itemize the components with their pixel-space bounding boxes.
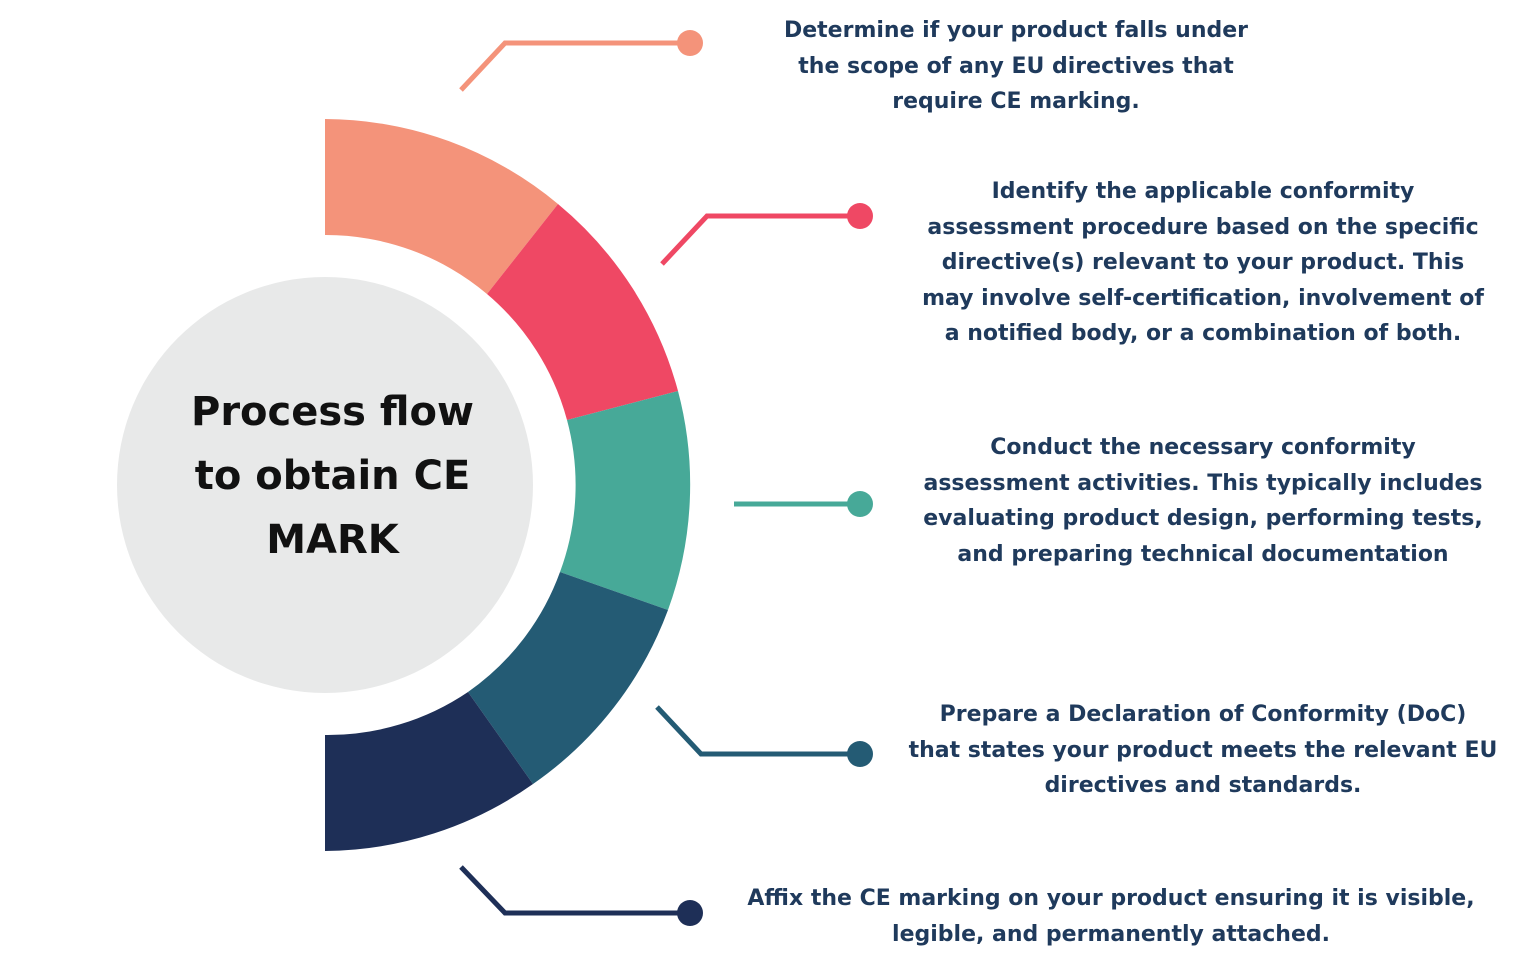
ring-segment-4 [468,572,668,784]
ring-segment-2 [487,204,678,420]
connector-5 [459,865,703,926]
step-4-text: Prepare a Declaration of Conformity (DoC… [885,697,1521,804]
step-line: Affix the CE marking on your product ens… [747,886,1475,911]
diagram-title: Process flow to obtain CE MARK [150,380,515,572]
step-2-text: Identify the applicable conformity asses… [893,174,1513,352]
step-line: Prepare a Declaration of Conformity (DoC… [939,702,1467,727]
title-line: MARK [266,517,399,563]
connector-3 [734,491,873,517]
step-3-text: Conduct the necessary conformity assessm… [893,430,1513,572]
step-line: legible, and permanently attached. [892,921,1330,947]
center-circle [117,277,533,693]
step-line: may involve self-certification, involvem… [922,285,1484,311]
ring-segment-1 [325,119,558,294]
step-line: directives and standards. [1044,773,1362,798]
ring-segment-3 [560,391,691,610]
step-5-text: Affix the CE marking on your product ens… [718,881,1504,952]
step-line: a notified body, or a combination of bot… [944,321,1462,346]
step-line: the scope of any EU directives that [798,53,1234,79]
step-1-text: Determine if your product falls under th… [748,13,1284,120]
step-line: assessment activities. This typically in… [923,470,1483,496]
step-line: Conduct the necessary conformity [990,435,1416,460]
step-line: assessment procedure based on the specif… [927,214,1479,240]
step-line: require CE marking. [892,89,1140,114]
step-line: evaluating product design, performing te… [923,506,1483,531]
step-line: directive(s) relevant to your product. T… [941,250,1465,275]
connector-4 [655,705,873,767]
title-line: to obtain CE [194,453,471,499]
step-line: Identify the applicable conformity [991,179,1415,204]
connector-1 [459,30,703,92]
step-line: Determine if your product falls under [783,18,1248,43]
connector-2 [660,203,873,266]
step-line: that states your product meets the relev… [908,737,1498,763]
step-line: and preparing technical documentation [957,541,1449,567]
ring-segment-5 [325,692,533,851]
title-line: Process flow [191,389,474,435]
